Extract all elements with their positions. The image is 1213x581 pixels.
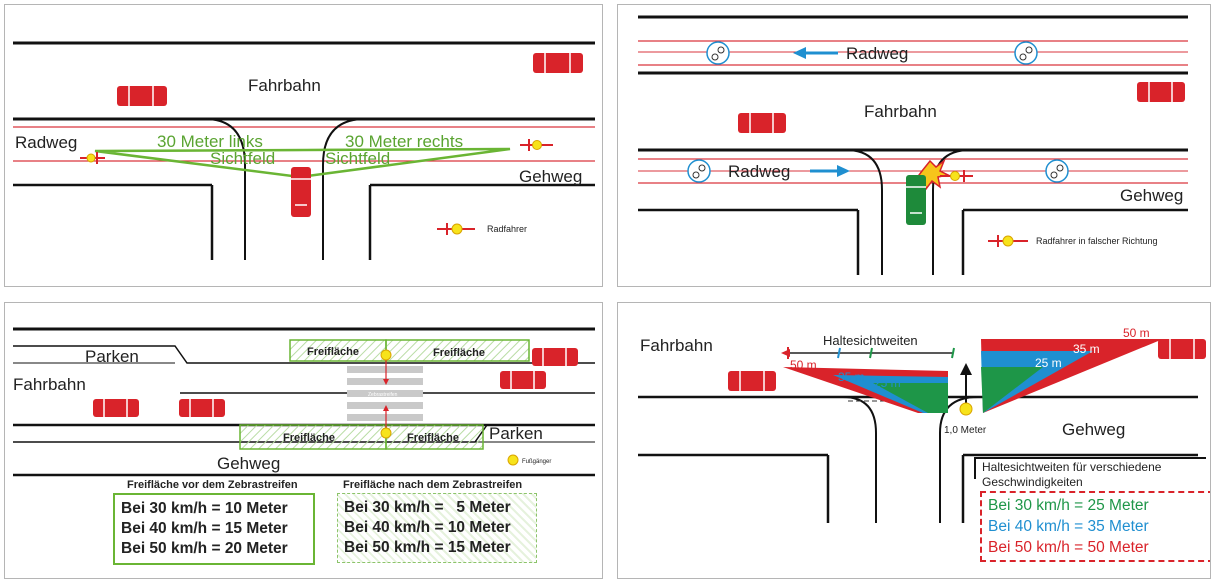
table-row: Bei 40 km/h = 10 Meter	[344, 519, 511, 536]
car-icon	[738, 113, 786, 133]
cyclist-icon	[520, 139, 553, 151]
cyclist-icon	[80, 152, 105, 164]
legend-table: Bei 30 km/h = 25 Meter Bei 40 km/h = 35 …	[980, 491, 1210, 562]
car-icon	[179, 399, 225, 417]
label-parken-top: Parken	[85, 347, 139, 366]
legend-header-line: Haltesichtweiten für verschiedene	[982, 460, 1162, 474]
label-radweg: Radweg	[15, 133, 77, 152]
freiflaeche-label: Freifläche	[307, 346, 359, 358]
bicycle-symbol-icon	[706, 41, 730, 65]
bicycle-symbol-icon	[687, 159, 711, 183]
legend-row: Bei 50 km/h = 50 Meter	[988, 539, 1149, 556]
legend-wrong-direction: Radfahrer in falscher Richtung	[1036, 236, 1158, 246]
legend-row: Bei 30 km/h = 25 Meter	[988, 497, 1149, 514]
car-icon	[117, 86, 167, 106]
label-gehweg: Gehweg	[217, 454, 280, 473]
after-table-header: Freifläche nach dem Zebrastreifen	[343, 479, 523, 491]
zone-label-25-left: 25 m	[874, 376, 901, 390]
panel-stopping-sight: Fahrbahn Gehweg Haltesichtweiten 50 m 35…	[617, 302, 1211, 579]
wrong-direction-diagram: Radweg Fahrbahn Radweg Gehweg Radfahrer …	[638, 15, 1188, 275]
car-icon	[728, 371, 776, 391]
table-row: Bei 50 km/h = 20 Meter	[121, 540, 288, 557]
bicycle-symbol-icon	[1045, 159, 1069, 183]
haltesicht-title: Haltesichtweiten	[823, 333, 918, 348]
pedestrian-icon	[380, 427, 392, 439]
legend-fussgaenger: Fußgänger	[522, 459, 551, 465]
cyclist-legend-icon	[988, 235, 1028, 247]
legend-header: Haltesichtweiten für verschiedene Geschw…	[982, 460, 1161, 490]
car-icon	[93, 399, 139, 417]
zone-label-35-left: 35 m	[838, 370, 865, 384]
zebra-label: Zebrastreifen	[368, 392, 398, 398]
bicycle-symbol-icon	[1014, 41, 1038, 65]
panel-wrong-direction: Radweg Fahrbahn Radweg Gehweg Radfahrer …	[617, 4, 1211, 287]
cyclist-legend-icon	[437, 223, 475, 235]
table-row: Bei 30 km/h = 5 Meter	[344, 499, 511, 516]
zone-label-50-left: 50 m	[790, 358, 817, 372]
label-radweg: Radweg	[728, 162, 790, 181]
sight-left-sublabel: Sichtfeld	[210, 149, 275, 168]
label-gehweg: Gehweg	[1120, 186, 1183, 205]
label-gehweg: Gehweg	[519, 167, 582, 186]
label-gehweg: Gehweg	[1062, 420, 1125, 439]
legend-row: Bei 40 km/h = 35 Meter	[988, 518, 1149, 535]
label-fahrbahn: Fahrbahn	[248, 76, 321, 95]
legend-radfahrer: Radfahrer	[487, 224, 527, 234]
car-icon	[532, 348, 578, 366]
car-icon	[291, 167, 311, 217]
panel-sight-field: Fahrbahn Radweg Gehweg 30 Meter links Si…	[4, 4, 603, 287]
after-table: Bei 30 km/h = 5 Meter Bei 40 km/h = 10 M…	[337, 493, 537, 563]
car-icon	[533, 53, 583, 73]
cyclist-icon	[940, 170, 973, 182]
sight-right-sublabel: Sichtfeld	[325, 149, 390, 168]
label-parken-bottom: Parken	[489, 424, 543, 443]
zone-label-50-right: 50 m	[1123, 326, 1150, 340]
car-icon	[500, 371, 546, 389]
freiflaeche-label: Freifläche	[433, 347, 485, 359]
zone-label-25-right: 25 m	[1035, 356, 1062, 370]
zone-label-35-right: 35 m	[1073, 342, 1100, 356]
pedestrian-icon	[380, 349, 392, 361]
label-fahrbahn: Fahrbahn	[13, 375, 86, 394]
arrow-right-icon	[810, 165, 850, 177]
observer-icon	[959, 402, 973, 416]
pedestrian-legend-icon	[507, 454, 519, 466]
zebra-crossing-diagram: Zebrastreifen Parken Fahrbahn Parken Geh…	[13, 327, 595, 477]
panel-zebra-crossing: Zebrastreifen Parken Fahrbahn Parken Geh…	[4, 302, 603, 579]
label-fahrbahn: Fahrbahn	[864, 102, 937, 121]
car-icon	[1158, 339, 1206, 359]
stopping-sight-diagram: Fahrbahn Gehweg Haltesichtweiten 50 m 35…	[638, 326, 1206, 523]
sight-left-label: 30 Meter links	[157, 132, 263, 151]
legend-header-line: Geschwindigkeiten	[982, 475, 1083, 489]
label-fahrbahn: Fahrbahn	[640, 336, 713, 355]
label-radweg-top: Radweg	[846, 44, 908, 63]
sight-right-label: 30 Meter rechts	[345, 132, 463, 151]
arrow-left-icon	[793, 47, 838, 59]
car-green-icon	[906, 175, 926, 225]
before-table: Bei 30 km/h = 10 Meter Bei 40 km/h = 15 …	[113, 493, 315, 565]
freiflaeche-label: Freifläche	[283, 432, 335, 444]
car-icon	[1137, 82, 1185, 102]
before-table-header: Freifläche vor dem Zebrastreifen	[127, 479, 298, 491]
distance-label: 1,0 Meter	[944, 425, 987, 436]
sight-field-diagram: Fahrbahn Radweg Gehweg 30 Meter links Si…	[13, 41, 595, 260]
freiflaeche-label: Freifläche	[407, 432, 459, 444]
legend-frame	[974, 457, 1206, 479]
table-row: Bei 30 km/h = 10 Meter	[121, 500, 288, 517]
table-row: Bei 40 km/h = 15 Meter	[121, 520, 288, 537]
table-row: Bei 50 km/h = 15 Meter	[344, 539, 511, 556]
